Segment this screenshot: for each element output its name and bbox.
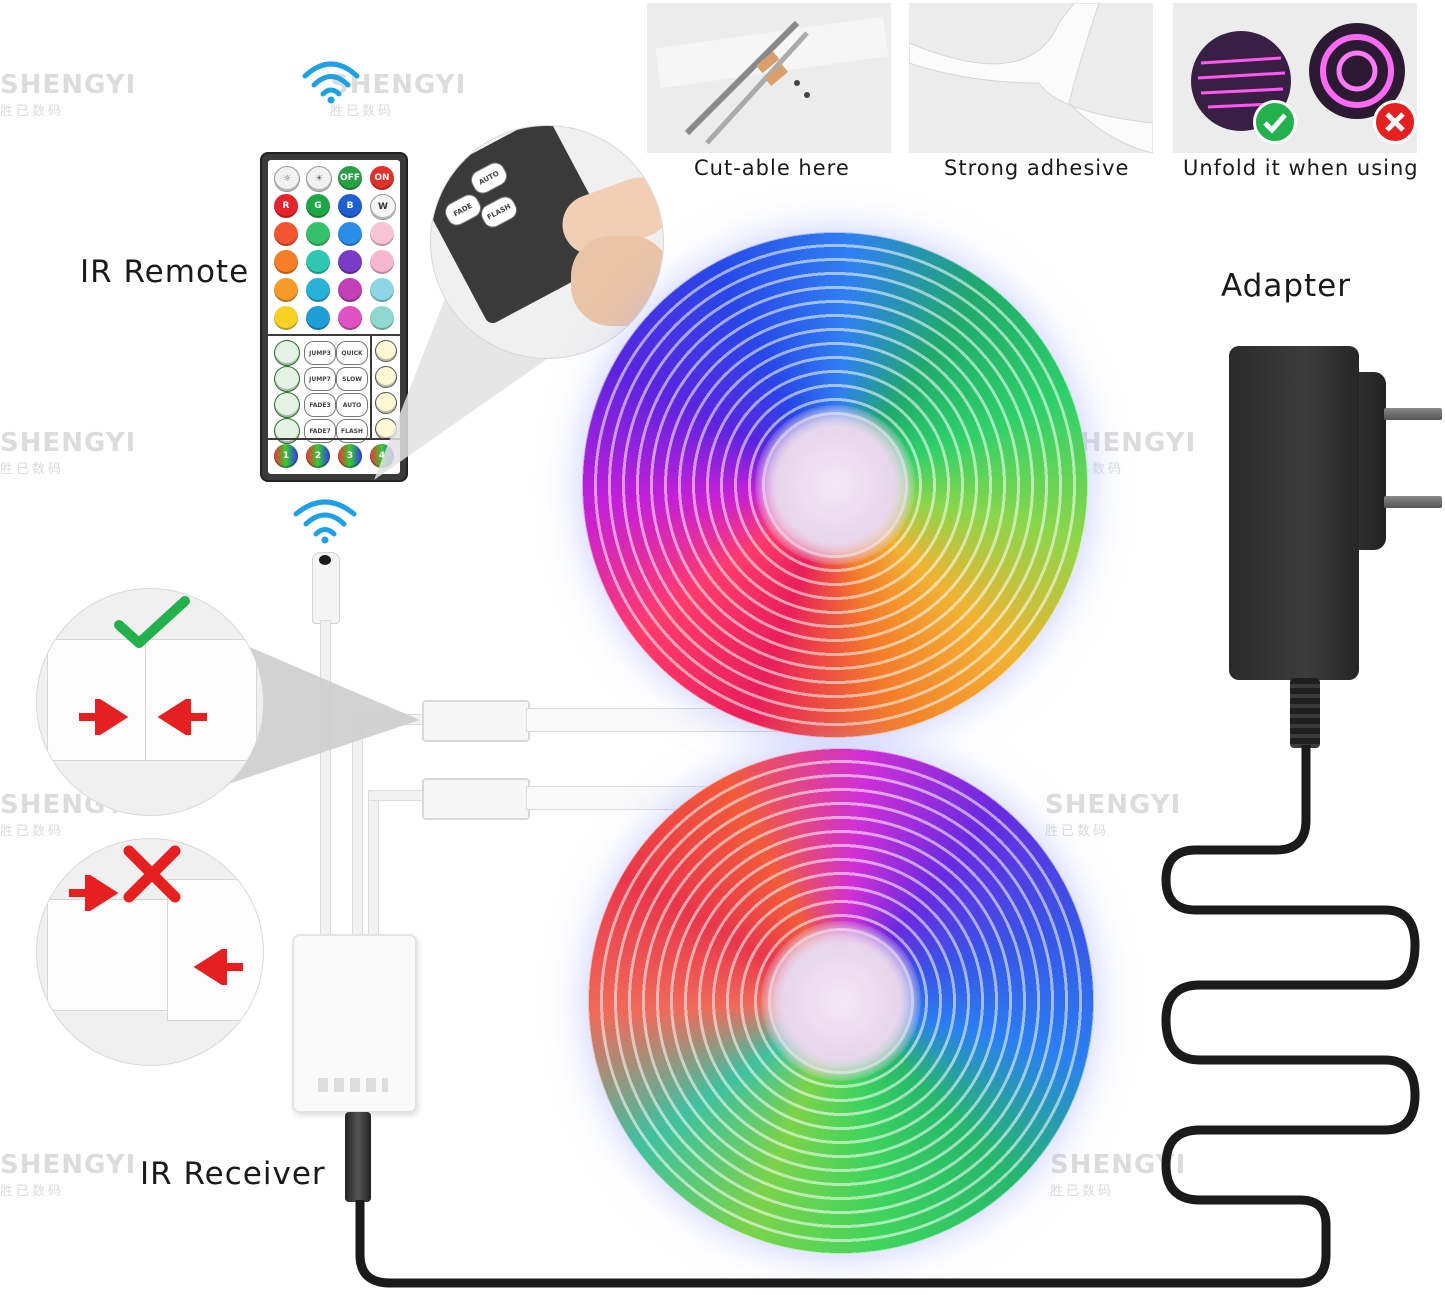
adhesive-strip-illustration [909, 3, 1153, 153]
timer-button[interactable] [274, 392, 300, 418]
remote-divider [268, 438, 400, 440]
color-button[interactable] [338, 222, 362, 246]
strip-end [145, 639, 257, 761]
adapter-pin [1384, 496, 1442, 508]
color-button[interactable] [274, 222, 298, 246]
ir-remote[interactable]: ☼ ☀ OFF ON R G B W JUMP3 QUICK JUMP7 SLO… [262, 154, 406, 480]
off-button[interactable]: OFF [338, 166, 362, 190]
feature-panel-unfold [1173, 3, 1417, 153]
red-button[interactable]: R [274, 194, 298, 218]
feature-panel-adhesive [909, 3, 1153, 153]
color-button[interactable] [370, 250, 394, 274]
speed-button[interactable] [375, 340, 397, 362]
color-button[interactable] [338, 306, 362, 330]
adapter-strain-relief [1290, 678, 1320, 748]
ir-sensor-eye [319, 555, 331, 565]
brightness-down-button[interactable]: ☼ [274, 166, 300, 192]
color-button[interactable] [338, 278, 362, 302]
jump3-button[interactable]: JUMP3 [304, 341, 336, 365]
adapter-pin [1384, 408, 1442, 420]
speed-button[interactable] [375, 366, 397, 388]
slow-button[interactable]: SLOW [336, 367, 368, 391]
reel-hub [755, 405, 915, 565]
blue-button[interactable]: B [338, 194, 362, 218]
color-button[interactable] [370, 222, 394, 246]
zoom-cone [210, 630, 420, 790]
remote-divider [268, 334, 400, 336]
connector-wrong-zoom [36, 838, 264, 1066]
color-button[interactable] [338, 250, 362, 274]
color-button[interactable] [274, 278, 298, 302]
receiver-pin-slot [318, 1078, 388, 1092]
color-button[interactable] [306, 278, 330, 302]
arrow-right-icon [79, 699, 129, 735]
timer-button[interactable] [274, 340, 300, 366]
color-button[interactable] [306, 222, 330, 246]
jump7-button[interactable]: JUMP7 [304, 367, 336, 391]
ir-sensor [312, 552, 340, 624]
label-adapter: Adapter [1221, 268, 1351, 304]
cross-icon [1373, 100, 1417, 144]
timer-button[interactable] [274, 366, 300, 392]
finger [571, 236, 663, 326]
check-icon [1253, 100, 1297, 144]
label-ir-remote: IR Remote [80, 254, 250, 290]
brightness-up-button[interactable]: ☀ [306, 166, 332, 192]
color-button[interactable] [370, 278, 394, 302]
green-button[interactable]: G [306, 194, 330, 218]
fade3-button[interactable]: FADE3 [304, 393, 336, 417]
power-adapter [1229, 346, 1359, 680]
cross-icon [123, 845, 181, 903]
caption-unfold: Unfold it when using [1183, 156, 1419, 180]
color-button[interactable] [274, 250, 298, 274]
diy-1-button[interactable]: 1 [274, 444, 298, 468]
remote-divider [370, 336, 372, 438]
strip-end [47, 899, 189, 1011]
check-icon [114, 596, 190, 648]
feature-panel-cut [647, 3, 891, 153]
caption-strong-adhesive: Strong adhesive [944, 156, 1130, 180]
wifi-icon [293, 499, 357, 544]
auto-button[interactable]: AUTO [336, 393, 368, 417]
arrow-right-icon [69, 875, 119, 911]
color-button[interactable] [306, 306, 330, 330]
diy-3-button[interactable]: 3 [338, 444, 362, 468]
dc-jack [345, 1112, 371, 1202]
label-ir-receiver: IR Receiver [140, 1156, 326, 1192]
color-button[interactable] [306, 250, 330, 274]
on-button[interactable]: ON [370, 166, 394, 190]
color-button[interactable] [370, 306, 394, 330]
remote-zoom-circle: AUTO FADE FLASH [430, 125, 664, 359]
diy-2-button[interactable]: 2 [306, 444, 330, 468]
scissors-illustration [647, 3, 891, 153]
speed-button[interactable] [375, 392, 397, 414]
strip-end [167, 879, 263, 1021]
wifi-icon [302, 61, 360, 104]
caption-cut-able: Cut-able here [694, 156, 850, 180]
reel-hub [761, 921, 921, 1081]
arrow-left-icon [157, 699, 207, 735]
arrow-left-icon [193, 949, 243, 985]
quick-button[interactable]: QUICK [336, 341, 368, 365]
strip-connector-2[interactable] [422, 778, 530, 820]
connector-correct-zoom [36, 588, 264, 816]
white-button[interactable]: W [370, 194, 396, 220]
color-button[interactable] [274, 306, 298, 330]
